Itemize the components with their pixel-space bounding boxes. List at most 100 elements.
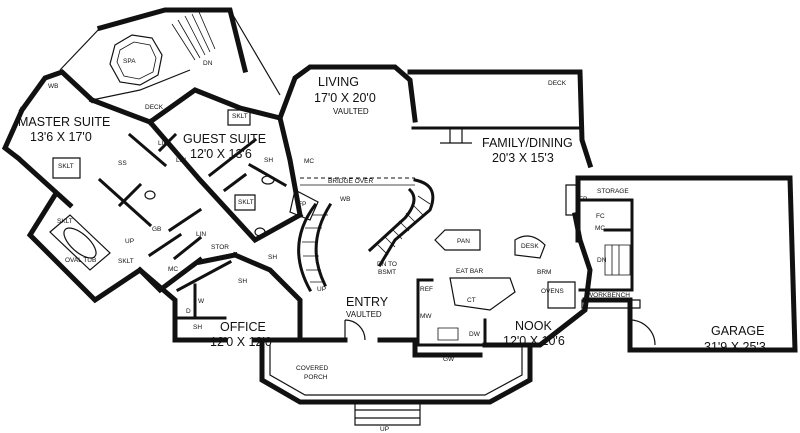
eat-bar-counter [449,277,516,311]
master-bath-wall [26,191,204,304]
deck-top-wall [96,7,249,74]
garage-inner [578,198,634,292]
dn-garage-label: DN [597,257,607,264]
d-label: D [186,308,191,315]
garage-name: GARAGE [711,324,765,338]
family-fireplace [565,184,579,216]
porch-wall [259,337,533,405]
family-dining-size: 20'3 X 15'3 [492,151,554,165]
office-size: 12'0 X 12'0 [210,335,272,349]
sklt-tub-label: SKLT [57,218,73,225]
ct-label: CT [467,297,476,304]
dn-to-bsmt-label: DN TO [377,261,397,268]
nook-name: NOOK [515,319,552,333]
guest-toilet [261,175,275,185]
living-name: LIVING [318,75,359,89]
garage-stair [604,244,631,276]
entry-note: VAULTED [346,310,382,319]
porch-steps [354,402,421,426]
dn-spa-label: DN [203,60,213,67]
dw-label: DW [469,331,480,338]
spa-octagon [109,34,163,86]
desk-counter [514,235,546,259]
oval-tub-label: OVAL TUB [65,257,97,264]
office-name: OFFICE [220,320,266,334]
oval-tub [49,214,111,271]
master-skylight [52,157,81,179]
ref-label: REF [420,286,433,293]
family-deck-door [440,128,472,144]
sh-low-label: SH [193,324,203,331]
fc-label: FC [596,213,605,220]
workbench [581,299,641,309]
office-closet [175,259,233,320]
mc-garage-label: MC [595,225,606,232]
sklt-bath-label: SKLT [238,199,254,206]
guest-inner-walls [127,132,288,193]
garage-door-arc [629,319,656,346]
living-fireplace [289,189,319,221]
dn-to-bsmt-label-2: BSMT [378,269,397,276]
stair-treads [377,195,431,256]
storage-label: STORAGE [597,188,629,195]
desk-label: DESK [521,243,539,250]
family-dining-name: FAMILY/DINING [482,136,573,150]
wb-stair-label: WB [340,196,351,203]
entry-door [344,319,366,341]
guest-suite-size: 12'0 X 13'6 [190,147,252,161]
gw-label: GW [443,356,455,363]
office-wall [136,251,303,343]
entry-name: ENTRY [346,295,389,309]
bath-skylight [234,194,256,211]
ss-label: SS [118,160,127,167]
master-bath-inner [97,177,203,261]
mw-label: MW [420,313,432,320]
master-suite-name: MASTER SUITE [18,115,111,129]
stair-curve [367,178,435,268]
bridge-over-label: BRIDGE OVER [328,178,374,185]
sklt-3-label: SKLT [118,258,134,265]
covered-porch-name2: PORCH [304,374,328,381]
master-suite-wall [1,69,154,209]
pantry [434,229,481,251]
ovens [547,281,576,309]
up-master-label: UP [125,238,135,245]
up-stair-label: UP [317,286,327,293]
deck-left-label: DECK [145,104,164,111]
guest-skylight [227,109,251,126]
sh-office-label: SH [238,278,248,285]
sh-guest-label: SH [264,157,274,164]
pan-label: PAN [457,238,470,245]
sink [437,327,459,341]
family-wall [407,69,594,169]
curved-stair [297,202,333,293]
spa-inner [116,41,157,80]
guest-suite-wall [146,87,304,244]
guest-suite-name: GUEST SUITE [183,132,267,146]
deck-diagonal-rail [59,9,281,101]
sh-bath2-label: SH [268,254,278,261]
fp-living-label: FP [298,201,307,208]
bath2-toilet [254,227,266,237]
up-porch-label: UP [380,426,390,433]
master-suite-size: 13'6 X 17'0 [30,130,92,144]
deck-stair [171,11,216,61]
lin-3-label: LIN [196,231,207,238]
workbench-label: WORKBENCH [587,292,630,299]
living-size: 17'0 X 20'0 [314,91,376,105]
ovens-label: OVENS [541,288,564,295]
eat-bar-label: EAT BAR [456,268,484,275]
kitchen-counter [416,278,487,347]
sklt-master-label: SKLT [58,163,74,170]
mc-bath-label: MC [168,266,179,273]
porch-inner-rail [269,345,523,396]
wb-master-label: WB [48,83,59,90]
lin-2-label: LIN [176,157,187,164]
covered-porch-name: COVERED [296,365,329,372]
w-label: W [198,298,205,305]
fp-family-label: FP [579,196,588,203]
mc-guest-label: MC [304,158,315,165]
spa-label: SPA [123,58,136,65]
